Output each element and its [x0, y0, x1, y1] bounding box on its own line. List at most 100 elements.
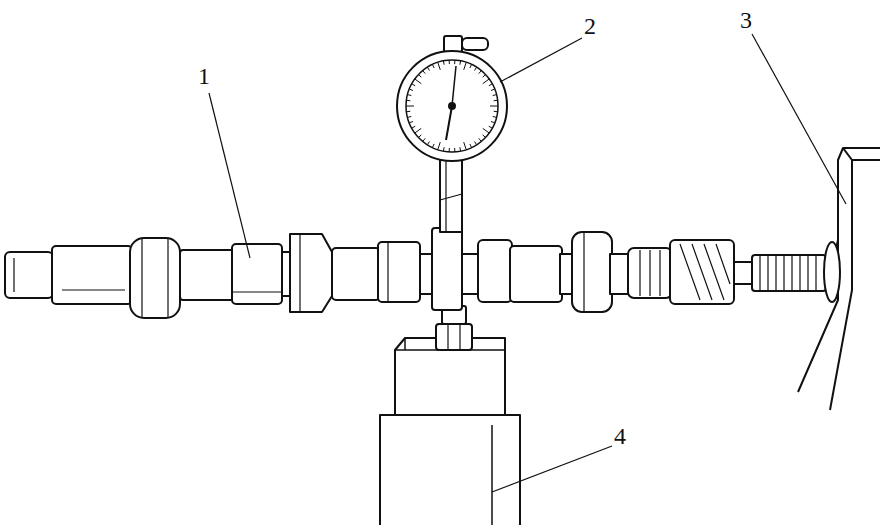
camshaft-part — [760, 255, 816, 291]
camshaft-part — [130, 238, 180, 318]
camshaft-part — [670, 240, 734, 304]
camshaft-part — [5, 252, 53, 298]
camshaft-part — [141, 238, 142, 318]
camshaft-part — [13, 258, 14, 292]
leader-line-part — [752, 34, 846, 204]
dial-indicator-part — [412, 84, 416, 86]
dial-indicator-part — [423, 71, 426, 74]
dial-indicator-part — [409, 121, 413, 122]
leader-line — [209, 34, 846, 492]
camshaft-part — [824, 242, 840, 302]
camshaft-part — [290, 234, 332, 312]
dial-indicator-part — [470, 144, 472, 148]
camshaft-part — [232, 291, 282, 292]
dial-indicator-part — [470, 64, 472, 68]
camshaft-part — [680, 244, 730, 300]
dial-indicator — [397, 36, 507, 310]
dial-indicator-part — [459, 61, 461, 65]
camshaft-part — [232, 244, 282, 304]
dial-indicator-part — [449, 148, 450, 152]
dial-indicator-part — [427, 141, 429, 144]
dial-indicator-part — [438, 142, 440, 150]
stand-part — [447, 324, 448, 350]
dial-indicator-part — [415, 128, 421, 133]
dial-indicator-part — [407, 94, 411, 96]
camshaft-part — [583, 232, 584, 312]
dial-indicator-part — [454, 148, 455, 152]
dial-indicator-part — [483, 75, 486, 78]
dial-indicator-part — [454, 60, 455, 64]
dial-indicator-part — [440, 158, 462, 232]
dial-indicator-part — [432, 228, 462, 310]
callout-number: 4 — [614, 424, 626, 448]
camshaft-part — [478, 240, 512, 302]
dial-indicator-part — [432, 144, 434, 148]
stand-part — [404, 338, 406, 350]
dial-indicator-part — [449, 60, 450, 64]
leader-line-part — [500, 38, 582, 82]
dial-indicator-part — [489, 84, 493, 86]
camshaft-part — [52, 246, 132, 304]
dial-indicator-part — [446, 106, 452, 140]
dial-indicator-part — [409, 89, 413, 90]
camshaft-part — [62, 289, 125, 290]
dial-indicator-part — [493, 94, 497, 96]
dial-indicator-part — [489, 126, 493, 128]
dial-indicator-part — [459, 147, 461, 151]
callout-number: 1 — [198, 64, 210, 88]
leader-line-part — [209, 93, 250, 258]
dial-indicator-part — [475, 141, 477, 144]
dial-indicator-part — [406, 111, 410, 113]
dial-indicator-part — [479, 71, 482, 74]
dial-indicator-part — [490, 106, 498, 107]
stand — [380, 306, 520, 525]
dial-indicator-part — [491, 89, 495, 90]
dial-indicator-part — [464, 62, 466, 70]
leader-line-part — [492, 446, 612, 492]
dial-indicator-part — [483, 79, 489, 84]
dial-indicator-part — [406, 60, 498, 152]
camshaft-part — [299, 234, 300, 312]
dial-indicator-part — [479, 138, 482, 141]
dial-indicator-part — [427, 67, 429, 70]
camshaft-part — [628, 248, 672, 298]
dial-indicator-part — [418, 75, 421, 78]
dial-indicator-part — [412, 126, 416, 128]
dial-indicator-part — [494, 111, 498, 113]
dial-indicator-part — [443, 147, 445, 151]
dial-indicator-part — [444, 36, 462, 52]
dial-indicator-part — [462, 38, 488, 50]
dial-indicator-part — [406, 60, 498, 152]
camshaft-part — [332, 248, 380, 300]
dial-indicator-part — [493, 116, 497, 118]
dial-indicator-part — [432, 64, 434, 68]
dial-indicator-part — [397, 51, 507, 161]
camshaft-part — [510, 246, 562, 302]
dial-indicator-part — [438, 62, 440, 70]
camshaft-part — [752, 255, 826, 291]
dial-indicator-part — [452, 66, 456, 106]
stand-part — [459, 324, 460, 350]
camshaft-part — [167, 238, 168, 318]
callout-number: 2 — [584, 14, 596, 38]
camshaft-part — [659, 250, 660, 296]
camshaft-part — [378, 242, 420, 302]
dial-indicator-part — [407, 116, 411, 118]
dial-indicator-part — [423, 138, 426, 141]
dial-indicator-part — [494, 100, 498, 102]
dial-indicator-part — [464, 142, 466, 150]
dial-indicator-part — [483, 135, 486, 138]
dial-indicator-part — [475, 67, 477, 70]
camshaft-part — [387, 242, 388, 302]
dial-indicator-part — [406, 106, 414, 107]
camshaft — [5, 232, 840, 318]
dial-indicator-part — [440, 194, 462, 200]
stand-part — [380, 415, 520, 525]
dial-indicator-part — [445, 158, 446, 232]
centre-support-part — [843, 148, 852, 160]
callout-number: 3 — [740, 8, 752, 32]
camshaft-part — [572, 232, 612, 312]
stand-part — [491, 425, 493, 525]
